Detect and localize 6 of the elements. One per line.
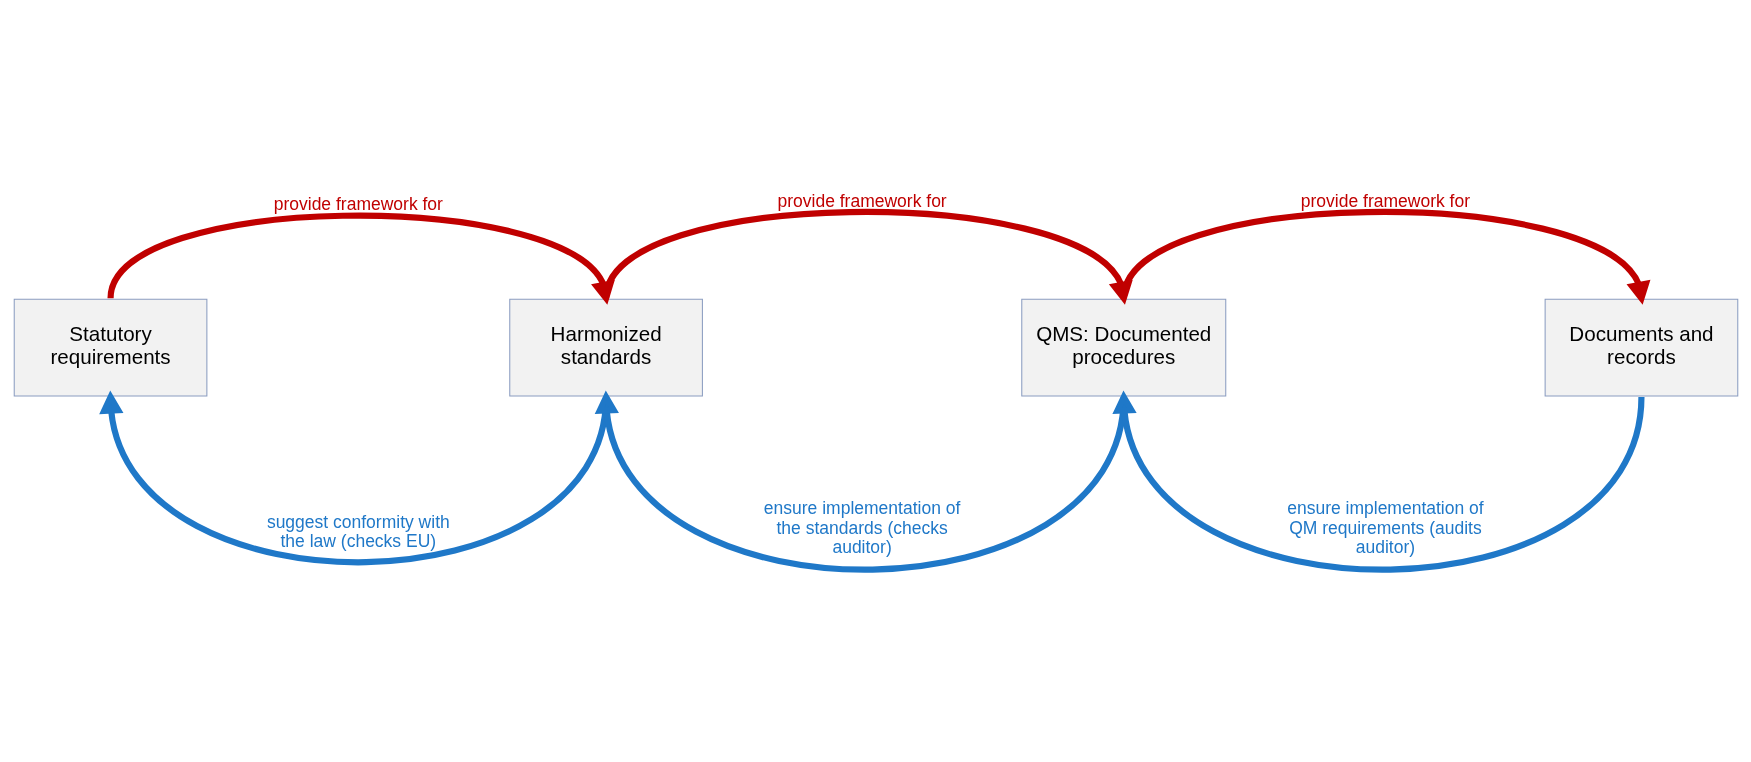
edge-label: provide framework for [1300,190,1470,211]
edge-label: provide framework for [776,190,947,211]
edge-label: suggest conformity with the law (checks EU) [266,511,450,551]
edge-label: ensure implementation of the standards (checks auditor) [763,497,960,557]
edge-label: provide framework for [273,193,443,214]
edge-label: ensure implementation of QM requirements (audits auditor) [1286,497,1484,557]
